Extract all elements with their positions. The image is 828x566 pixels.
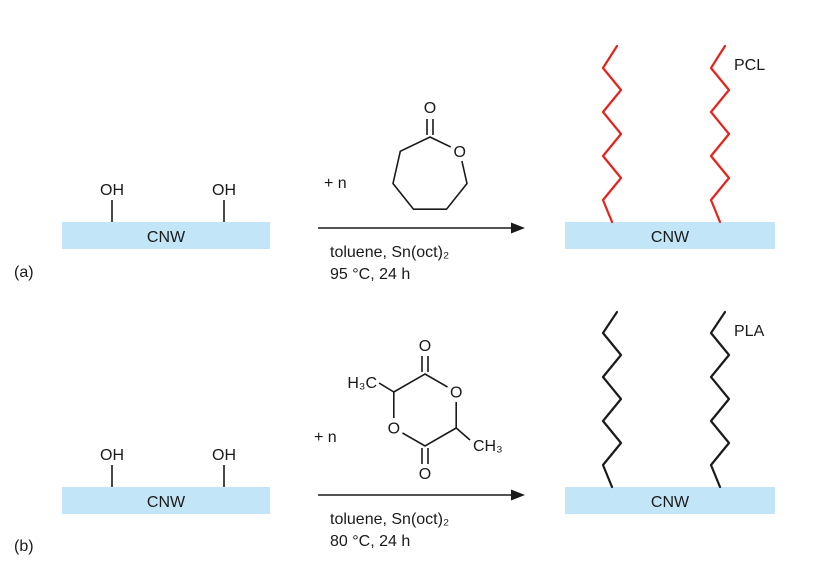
polymer-label-pcl: PCL bbox=[734, 57, 765, 74]
oh-label-right-b: OH bbox=[212, 447, 236, 464]
cnw-label-product-b: CNW bbox=[651, 494, 690, 511]
cnw-label-product-a: CNW bbox=[651, 229, 690, 246]
carbonyl-oxygen-a: O bbox=[424, 100, 436, 117]
reaction-arrowhead-a bbox=[511, 222, 525, 234]
reagent-prefix-b: + n bbox=[314, 429, 337, 446]
cnw-bar-substrate-a bbox=[62, 222, 270, 249]
bottom-carbonyl-oxygen-b: O bbox=[419, 466, 431, 483]
oh-label-left-b: OH bbox=[100, 447, 124, 464]
ring-o-right-mask-b bbox=[446, 382, 467, 402]
ring-oxygen-a: O bbox=[453, 144, 465, 161]
row-b: CNW OH OH (b) + n O O O O H₃C CH₃ toluen… bbox=[14, 310, 775, 555]
lactide-ring bbox=[392, 373, 458, 447]
pcl-chain-2 bbox=[709, 44, 731, 224]
cnw-bar-product-a bbox=[565, 222, 775, 249]
ring-o-left-mask-b bbox=[383, 418, 404, 438]
pla-chain-2 bbox=[709, 310, 731, 489]
row-a: CNW OH OH (a) + n O O toluene, Sn(oct)₂ … bbox=[14, 44, 775, 283]
cnw-label-substrate-a: CNW bbox=[147, 229, 186, 246]
conditions-line1-a: toluene, Sn(oct)₂ bbox=[330, 244, 449, 261]
panel-label-a: (a) bbox=[14, 264, 34, 281]
methyl-label-right-b: CH₃ bbox=[473, 438, 503, 455]
methyl-label-left-b: H₃C bbox=[347, 375, 377, 392]
reagent-prefix-a: + n bbox=[324, 175, 347, 192]
ring-oxygen-right-b: O bbox=[450, 385, 462, 402]
pla-chain-1 bbox=[601, 310, 623, 489]
conditions-line1-b: toluene, Sn(oct)₂ bbox=[330, 511, 449, 528]
methyl-bond-left-b bbox=[378, 382, 395, 393]
oh-label-left-a: OH bbox=[100, 182, 124, 199]
cnw-bar-substrate-b bbox=[62, 487, 270, 514]
oh-label-right-a: OH bbox=[212, 182, 236, 199]
ring-o-mask-a bbox=[449, 141, 470, 162]
conditions-line2-a: 95 °C, 24 h bbox=[330, 266, 410, 283]
cnw-bar-product-b bbox=[565, 487, 775, 514]
conditions-line2-b: 80 °C, 24 h bbox=[330, 533, 410, 550]
top-carbonyl-oxygen-b: O bbox=[419, 338, 431, 355]
panel-label-b: (b) bbox=[14, 538, 34, 555]
methyl-bond-right-b bbox=[455, 427, 471, 441]
ring-oxygen-left-b: O bbox=[388, 421, 400, 438]
pcl-chain-1 bbox=[601, 44, 623, 224]
reaction-arrowhead-b bbox=[511, 489, 525, 501]
cnw-label-substrate-b: CNW bbox=[147, 494, 186, 511]
polymer-label-pla: PLA bbox=[734, 323, 765, 340]
